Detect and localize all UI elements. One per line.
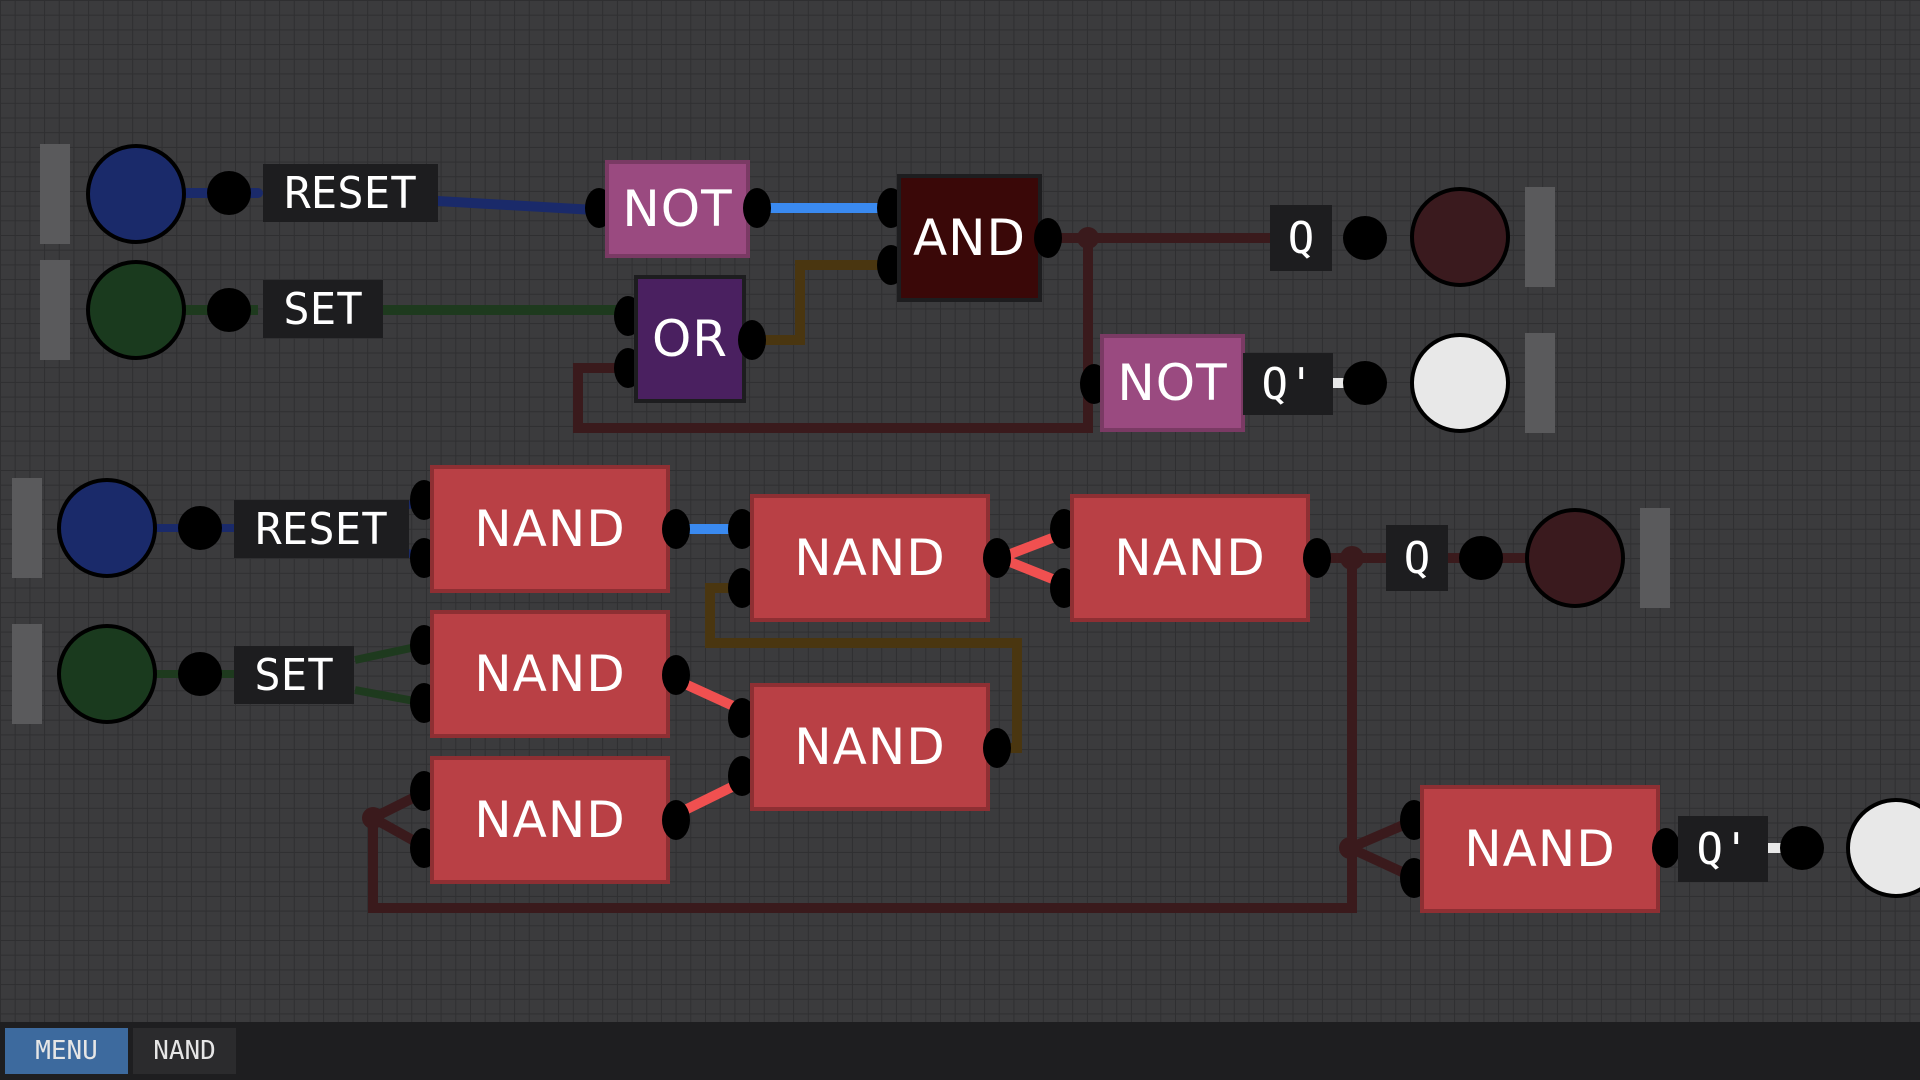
circuit-canvas[interactable]: RESET SET NOT OR AND NOT Q' Q RESET SET … — [0, 0, 1920, 1022]
nand-gate[interactable]: NAND — [750, 494, 990, 622]
pin[interactable] — [1303, 538, 1331, 578]
nand-gate[interactable]: NAND — [1420, 785, 1660, 913]
pin[interactable] — [738, 320, 766, 360]
wire-junction — [1340, 546, 1364, 570]
set-input-node[interactable] — [86, 260, 186, 360]
pin[interactable] — [983, 538, 1011, 578]
pin[interactable] — [662, 509, 690, 549]
pin[interactable] — [662, 800, 690, 840]
wire-junction — [362, 807, 384, 829]
pin[interactable] — [743, 188, 771, 228]
connector-dot[interactable] — [1343, 361, 1387, 405]
connector-dot[interactable] — [178, 652, 222, 696]
input-handle[interactable] — [12, 478, 42, 578]
nand-gate[interactable]: NAND — [430, 756, 670, 884]
pin[interactable] — [1652, 828, 1680, 868]
connector-dot[interactable] — [207, 171, 251, 215]
nand-gate[interactable]: NAND — [430, 610, 670, 738]
q-label: Q — [1386, 525, 1448, 591]
q-bar-output-node — [1846, 798, 1920, 898]
nand-gate[interactable]: NAND — [430, 465, 670, 593]
q-output-node — [1410, 187, 1510, 287]
reset-label: RESET — [263, 164, 438, 222]
q-bar-label: Q' — [1243, 353, 1333, 415]
not-gate[interactable]: NOT — [1100, 334, 1245, 432]
input-handle[interactable] — [40, 144, 70, 244]
wire-nand3-to-nand4[interactable] — [705, 583, 1022, 753]
connector-dot[interactable] — [1343, 216, 1387, 260]
wire-or-to-and[interactable] — [745, 260, 893, 345]
set-input-node[interactable] — [57, 624, 157, 724]
nand-gate[interactable]: NAND — [750, 683, 990, 811]
bottom-toolbar: MENU NAND — [0, 1022, 1920, 1080]
nand-gate[interactable]: NAND — [1070, 494, 1310, 622]
reset-input-node[interactable] — [86, 144, 186, 244]
and-gate[interactable]: AND — [897, 174, 1042, 302]
output-handle[interactable] — [1525, 187, 1555, 287]
pin[interactable] — [1034, 218, 1062, 258]
set-label: SET — [263, 280, 383, 338]
or-gate[interactable]: OR — [634, 275, 746, 403]
pin[interactable] — [983, 728, 1011, 768]
reset-label: RESET — [234, 500, 409, 558]
q-label: Q — [1270, 205, 1332, 271]
pin[interactable] — [662, 655, 690, 695]
wire-q2-feedback[interactable] — [368, 558, 1357, 913]
q-bar-output-node — [1410, 333, 1510, 433]
menu-button[interactable]: MENU — [5, 1028, 128, 1074]
component-nand-button[interactable]: NAND — [133, 1028, 236, 1074]
connector-dot[interactable] — [1780, 826, 1824, 870]
q-output-node — [1525, 508, 1625, 608]
input-handle[interactable] — [12, 624, 42, 724]
q-bar-label: Q' — [1678, 816, 1768, 882]
output-handle[interactable] — [1640, 508, 1670, 608]
wire-junction — [1077, 227, 1099, 249]
connector-dot[interactable] — [178, 506, 222, 550]
output-handle[interactable] — [1525, 333, 1555, 433]
reset-input-node[interactable] — [57, 478, 157, 578]
wire-junction — [1339, 837, 1361, 859]
connector-dot[interactable] — [1459, 536, 1503, 580]
input-handle[interactable] — [40, 260, 70, 360]
set-label: SET — [234, 646, 354, 704]
connector-dot[interactable] — [207, 288, 251, 332]
not-gate[interactable]: NOT — [605, 160, 750, 258]
